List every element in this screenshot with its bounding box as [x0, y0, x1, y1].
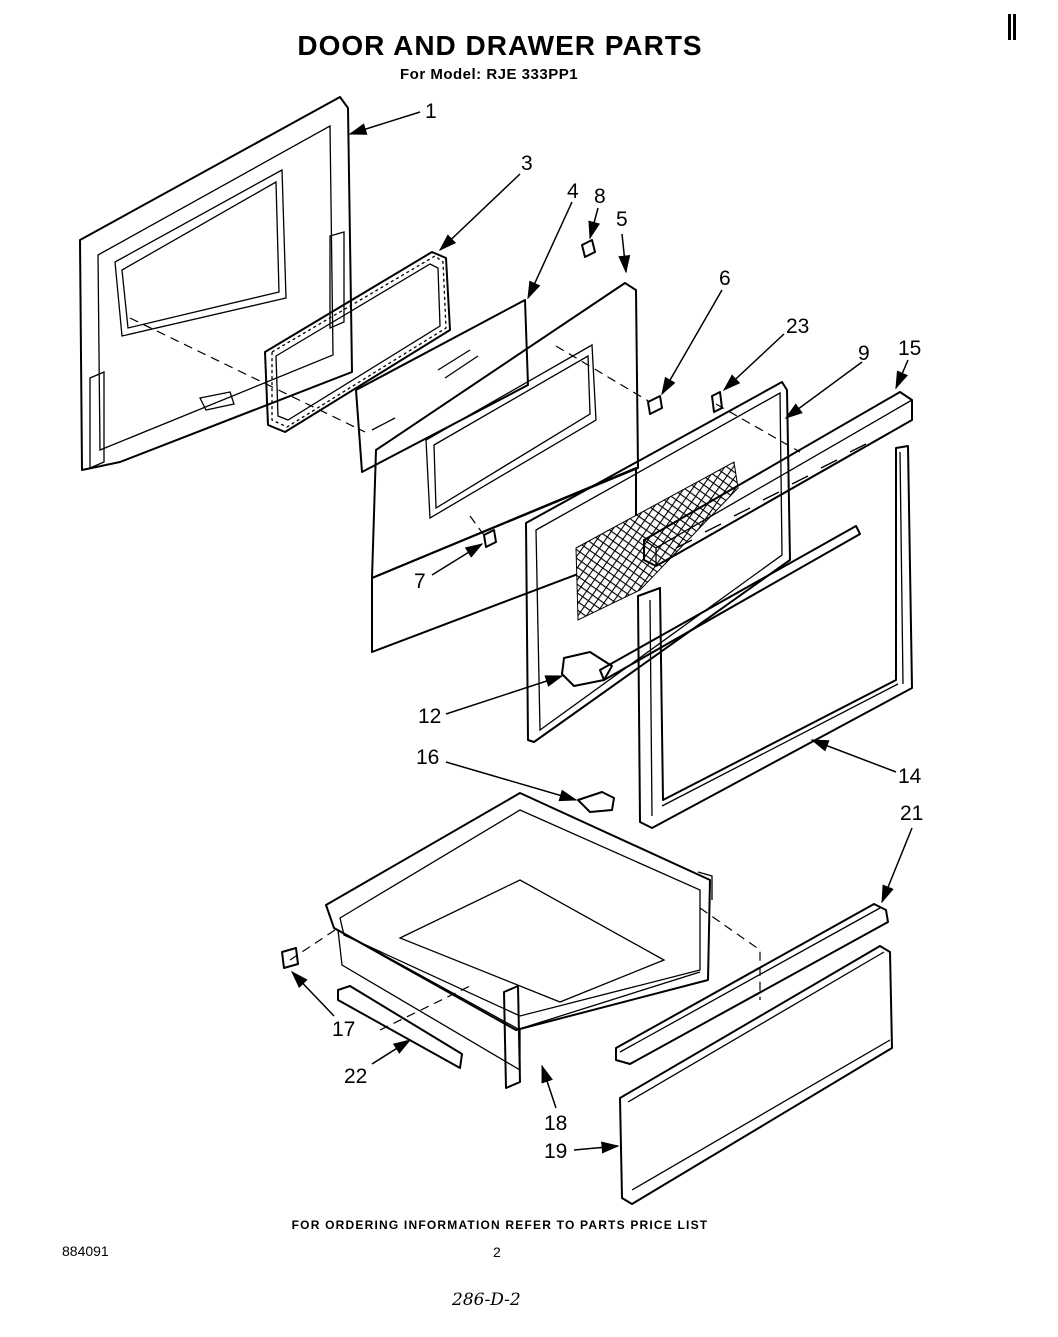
- callout-14: 14: [898, 765, 922, 788]
- callout-7: 7: [414, 570, 426, 593]
- callout-22: 22: [344, 1065, 367, 1088]
- drawer-body: [325, 792, 713, 1072]
- corner-mark: [1013, 14, 1016, 40]
- door-frame: [637, 445, 913, 829]
- callout-17: 17: [332, 1018, 355, 1041]
- callout-15: 15: [898, 337, 921, 360]
- document-number: 884091: [62, 1243, 109, 1259]
- callout-23: 23: [786, 315, 809, 338]
- callout-6: 6: [719, 267, 731, 290]
- callout-9: 9: [858, 342, 870, 365]
- callout-12: 12: [418, 705, 441, 728]
- window-glass: [355, 299, 529, 473]
- callout-3: 3: [521, 152, 533, 175]
- leader-lines: [290, 111, 913, 1154]
- page-title: DOOR AND DRAWER PARTS: [297, 30, 703, 61]
- vent-trim: [643, 391, 913, 567]
- callout-16: 16: [416, 746, 439, 769]
- corner-mark: [1008, 14, 1011, 40]
- bracket-23: [711, 391, 723, 413]
- door-gasket: [264, 251, 451, 433]
- drawer-front-panel: [619, 945, 893, 1205]
- drawer-stop: [577, 791, 615, 813]
- clip-7: [483, 529, 497, 548]
- drawer-clip-17: [281, 947, 299, 969]
- callout-18: 18: [544, 1112, 567, 1135]
- handwritten-code: 286-D-2: [452, 1290, 521, 1310]
- callout-19: 19: [544, 1140, 567, 1163]
- callout-5: 5: [616, 208, 628, 231]
- callout-21: 21: [900, 802, 923, 825]
- drawer-rail: [337, 985, 463, 1069]
- drawer-side-bracket: [503, 985, 521, 1089]
- hinge-clip-6: [647, 395, 663, 415]
- callout-4: 4: [567, 180, 579, 203]
- outer-door-panel: [79, 96, 353, 471]
- model-subtitle: For Model: RJE 333PP1: [400, 66, 579, 83]
- door-liner: [525, 381, 791, 743]
- drawer-front-trim: [615, 903, 889, 1065]
- door-handle: [561, 525, 861, 687]
- page-number: 2: [493, 1244, 501, 1260]
- ordering-note: FOR ORDERING INFORMATION REFER TO PARTS …: [291, 1218, 709, 1232]
- callout-1: 1: [425, 100, 437, 123]
- callout-8: 8: [594, 185, 606, 208]
- bracket-8: [581, 239, 596, 258]
- alignment-lines: [129, 317, 801, 1031]
